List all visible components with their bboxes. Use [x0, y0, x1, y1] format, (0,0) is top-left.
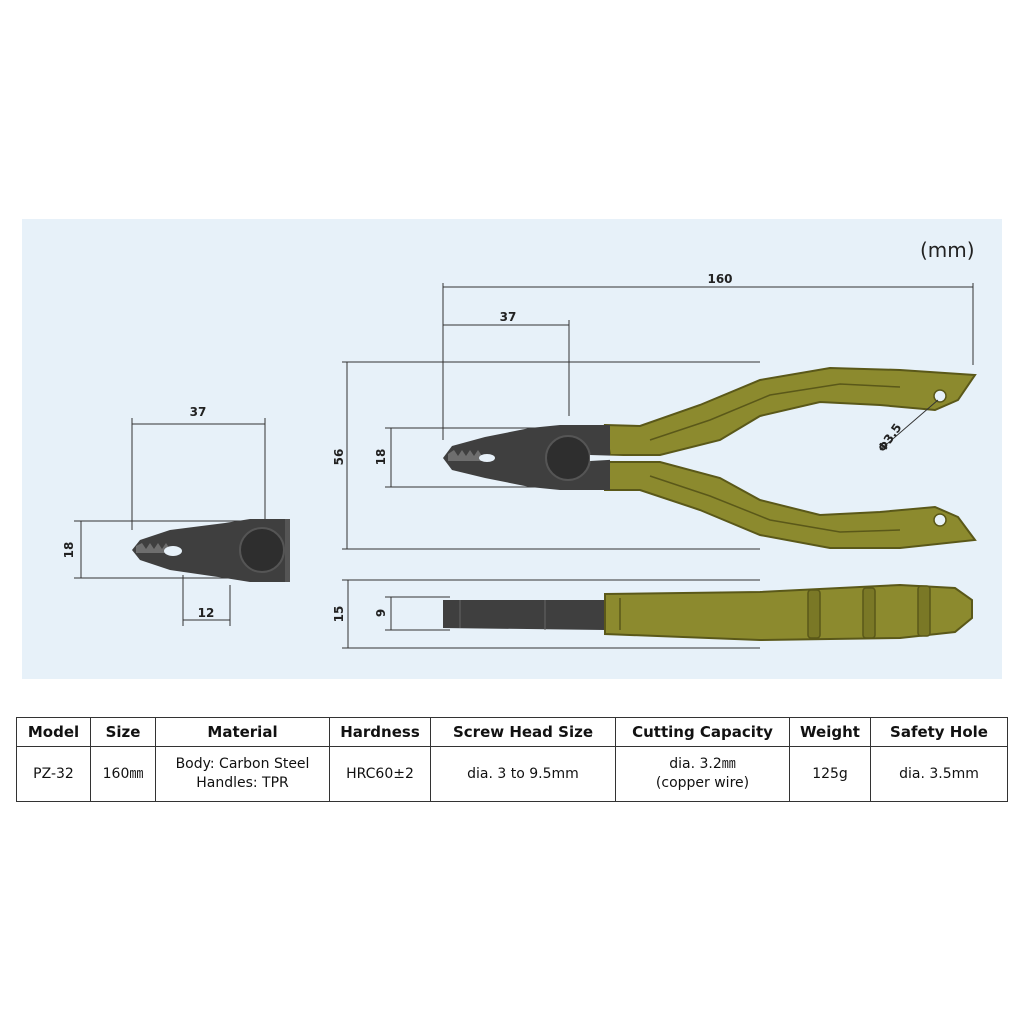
unit-label: (mm) — [920, 238, 975, 262]
wire-stripper-notch-small — [164, 546, 182, 556]
header-size: Size — [90, 717, 156, 747]
cell-weight: 125g — [789, 746, 871, 802]
diagram-panel: (mm) 37 18 12 — [22, 219, 1002, 679]
cell-screw-head-size: dia. 3 to 9.5mm — [430, 746, 616, 802]
header-safety-hole: Safety Hole — [870, 717, 1008, 747]
dim-head-length: 37 — [500, 310, 517, 324]
header-material: Material — [155, 717, 330, 747]
header-weight: Weight — [789, 717, 871, 747]
cutting-diameter: dia. 3.2㎜ — [669, 756, 736, 772]
spec-data-row: PZ-32 160㎜ Body: Carbon Steel Handles: T… — [16, 746, 1008, 802]
dim-total-length: 160 — [707, 272, 732, 286]
dim-jaw-length-small: 12 — [198, 606, 215, 620]
wire-stripper-notch — [479, 454, 495, 462]
dim-handle-thickness: 15 — [332, 606, 346, 623]
spec-table: Model Size Material Hardness Screw Head … — [16, 717, 1008, 802]
dim-head-height: 18 — [374, 449, 388, 466]
header-hardness: Hardness — [329, 717, 431, 747]
side-head — [443, 600, 605, 630]
material-handles: Handles: TPR — [196, 775, 289, 791]
pliers-diagram: (mm) 37 18 12 — [62, 238, 977, 649]
safety-hole-lower — [933, 513, 947, 527]
spec-header-row: Model Size Material Hardness Screw Head … — [16, 717, 1008, 747]
dim-head-thickness: 9 — [374, 609, 388, 617]
pliers-side-view: 15 9 — [332, 579, 973, 649]
header-cutting-capacity: Cutting Capacity — [615, 717, 790, 747]
cell-hardness: HRC60±2 — [329, 746, 431, 802]
side-handle — [604, 583, 973, 642]
cell-safety-hole: dia. 3.5mm — [870, 746, 1008, 802]
cell-material: Body: Carbon Steel Handles: TPR — [155, 746, 330, 802]
cell-cutting-capacity: dia. 3.2㎜ (copper wire) — [615, 746, 790, 802]
cell-model: PZ-32 — [16, 746, 91, 802]
pliers-top-view: 160 37 56 18 — [332, 272, 977, 550]
cutting-material: (copper wire) — [655, 775, 750, 791]
dim-head-length-small: 37 — [190, 405, 207, 419]
head-detail-view: 37 18 12 — [62, 405, 290, 626]
cell-size: 160㎜ — [90, 746, 156, 802]
dim-opening-height: 56 — [332, 449, 346, 466]
header-model: Model — [16, 717, 91, 747]
material-body: Body: Carbon Steel — [175, 756, 310, 772]
dim-safety-hole: Φ3.5 — [875, 421, 905, 455]
header-screw-head-size: Screw Head Size — [430, 717, 616, 747]
safety-hole-upper — [933, 389, 947, 403]
pivot-rivet — [545, 435, 591, 481]
upper-handle — [603, 366, 977, 456]
dim-head-height-small: 18 — [62, 542, 76, 559]
lower-handle — [604, 461, 977, 549]
pivot-rivet-small — [239, 527, 285, 573]
